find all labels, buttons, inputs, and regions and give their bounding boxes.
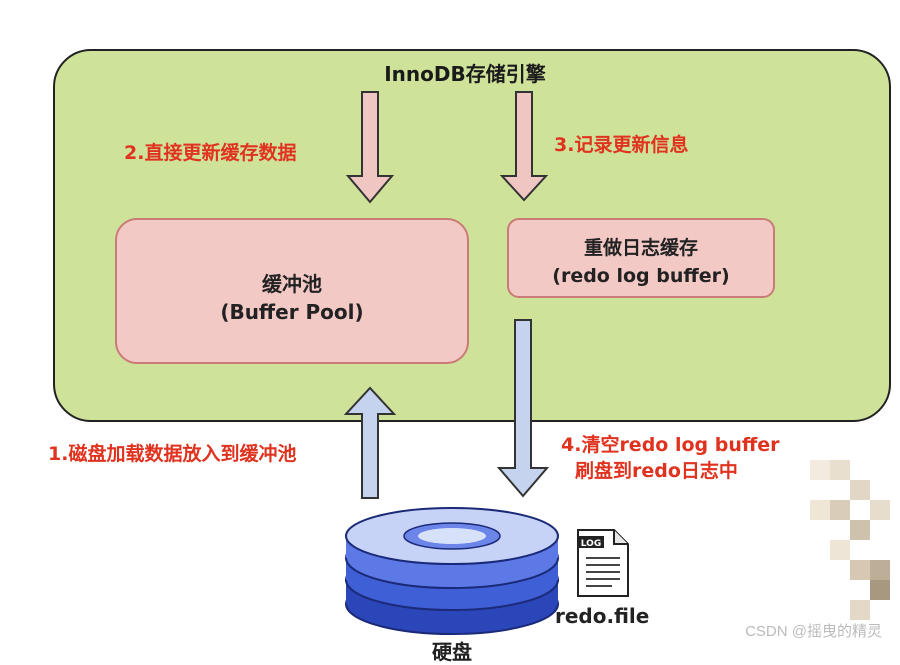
redo-buffer-english: (redo log buffer): [552, 265, 730, 287]
step3-arrow: [499, 91, 549, 202]
redo-log-buffer-box: 重做日志缓存 (redo log buffer): [507, 218, 775, 298]
step4-arrow: [496, 319, 550, 498]
watermark: CSDN @摇曳的精灵: [745, 623, 882, 640]
disk-icon: [345, 507, 559, 635]
disk-label: 硬盘: [432, 640, 472, 664]
step1-arrow: [343, 386, 397, 499]
step2-arrow: [345, 91, 395, 204]
flow-arrows: [343, 91, 550, 499]
step4-line1: 4.清空redo log buffer: [561, 434, 780, 456]
redo-file-label: redo.file: [555, 604, 650, 628]
buffer-pool-name: 缓冲池: [262, 272, 322, 296]
step2-label: 2.直接更新缓存数据: [124, 142, 297, 164]
redo-buffer-name: 重做日志缓存: [583, 237, 698, 259]
engine-title: InnoDB存储引擎: [384, 62, 546, 86]
step1-label: 1.磁盘加载数据放入到缓冲池: [48, 443, 297, 465]
step4-label: 4.清空redo log buffer 刷盘到redo日志中: [561, 432, 780, 484]
step3-label: 3.记录更新信息: [554, 134, 689, 156]
blurred-mosaic: [810, 460, 890, 620]
step4-line2: 刷盘到redo日志中: [575, 460, 738, 482]
buffer-pool-box: 缓冲池 (Buffer Pool): [115, 218, 469, 364]
log-file-badge: LOG: [581, 539, 601, 549]
buffer-pool-english: (Buffer Pool): [220, 300, 364, 324]
log-file-icon: LOG: [577, 529, 629, 597]
